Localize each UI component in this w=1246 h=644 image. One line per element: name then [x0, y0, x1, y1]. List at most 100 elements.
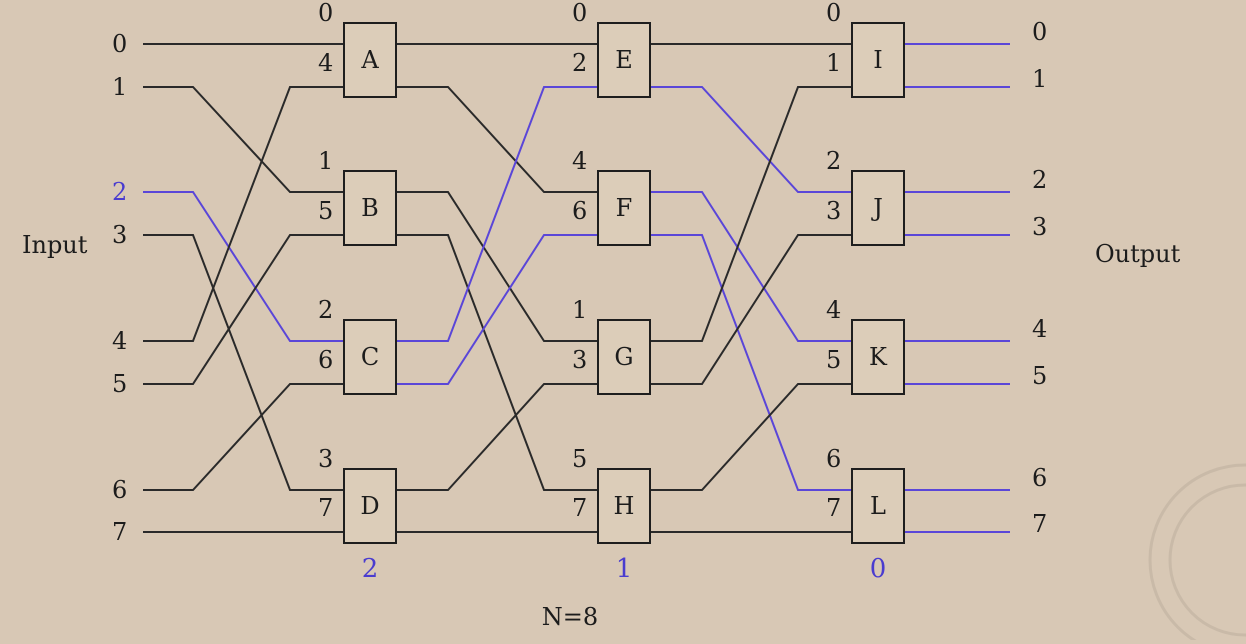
- wire-stage2-6: [396, 383, 598, 491]
- port-label-bottom: 7: [826, 494, 841, 522]
- input-port-3: 3: [112, 221, 127, 249]
- input-label: Input: [22, 231, 88, 259]
- output-port-5: 5: [1032, 362, 1047, 390]
- output-port-6: 6: [1032, 464, 1047, 492]
- switch-box-rect: [851, 170, 905, 246]
- port-label-top: 6: [826, 445, 841, 473]
- input-port-7: 7: [112, 518, 127, 546]
- switch-box-L: L 6 7: [826, 445, 905, 544]
- switch-box-label: F: [616, 194, 633, 222]
- port-label-top: 5: [572, 445, 587, 473]
- output-port-2: 2: [1032, 166, 1047, 194]
- input-port-6: 6: [112, 476, 127, 504]
- switch-box-J: J 2 3: [826, 147, 905, 246]
- switch-box-rect: [597, 319, 651, 395]
- switch-box-label: J: [870, 194, 883, 222]
- wire-stage3-2: [650, 191, 852, 342]
- switch-box-label: D: [360, 492, 379, 520]
- port-label-top: 4: [572, 147, 587, 175]
- switch-box-D: D3 7: [318, 445, 397, 544]
- output-label: Output: [1095, 240, 1181, 268]
- port-label-top: 0: [826, 0, 841, 27]
- output-port-7: 7: [1032, 510, 1047, 538]
- port-label-bottom: 6: [572, 197, 587, 225]
- output-port-3: 3: [1032, 213, 1047, 241]
- wire-stage3-6: [650, 383, 852, 491]
- switch-box-C: C2 6: [318, 296, 397, 395]
- switch-box-label: K: [869, 343, 888, 371]
- wire-input-2: [143, 191, 344, 342]
- switch-box-rect: [343, 170, 397, 246]
- port-label-bottom: 7: [318, 494, 333, 522]
- switch-box-rect: [343, 319, 397, 395]
- switch-box-rect: [343, 22, 397, 98]
- switch-box-K: K4 5: [826, 296, 905, 395]
- switch-box-I: I 0 1: [826, 0, 905, 98]
- port-label-top: 2: [826, 147, 841, 175]
- wire-stage3-3: [650, 234, 852, 491]
- switch-box-rect: [851, 22, 905, 98]
- switch-box-rect: [597, 468, 651, 544]
- stage-number-0: 2: [362, 554, 379, 584]
- switch-box-rect: [597, 22, 651, 98]
- output-port-0: 0: [1032, 18, 1047, 46]
- wire-input-6: [143, 383, 344, 491]
- port-label-top: 1: [318, 147, 333, 175]
- wire-input-3: [143, 234, 344, 491]
- port-label-top: 4: [826, 296, 841, 324]
- wire-stage3-5: [650, 234, 852, 385]
- switch-box-G: G1 3: [572, 296, 651, 395]
- input-port-4: 4: [112, 327, 127, 355]
- wire-input-5: [143, 234, 344, 385]
- switch-box-rect: [851, 468, 905, 544]
- input-port-2: 2: [112, 178, 127, 206]
- port-label-top: 0: [318, 0, 333, 27]
- output-port-4: 4: [1032, 315, 1047, 343]
- stage-number-2: 0: [870, 554, 887, 584]
- switch-box-label: C: [361, 343, 379, 371]
- switch-box-label: I: [873, 46, 882, 74]
- wire-input-1: [143, 86, 344, 193]
- n-label: N=8: [542, 603, 598, 631]
- port-label-bottom: 2: [572, 49, 587, 77]
- switch-box-label: A: [360, 46, 379, 74]
- port-label-top: 2: [318, 296, 333, 324]
- port-label-top: 0: [572, 0, 587, 27]
- switch-box-label: L: [870, 492, 886, 520]
- wire-stage2-2: [396, 191, 598, 342]
- switch-box-B: B15: [318, 147, 397, 246]
- input-port-0: 0: [112, 30, 127, 58]
- port-label-bottom: 7: [572, 494, 587, 522]
- port-label-top: 3: [318, 445, 333, 473]
- switch-box-A: A0 4: [318, 0, 397, 98]
- port-label-bottom: 5: [826, 346, 841, 374]
- port-label-bottom: 3: [826, 197, 841, 225]
- stage-number-1: 1: [616, 554, 633, 584]
- input-port-1: 1: [112, 73, 127, 101]
- switch-box-label: G: [614, 343, 633, 371]
- switch-box-rect: [597, 170, 651, 246]
- port-label-bottom: 6: [318, 346, 333, 374]
- output-port-1: 1: [1032, 65, 1047, 93]
- wire-stage2-5: [396, 234, 598, 385]
- university-seal-watermark: [1148, 463, 1246, 644]
- switch-box-F: F 4 6: [572, 147, 651, 246]
- wire-stage2-1: [396, 86, 598, 193]
- wire-stage3-1: [650, 86, 852, 193]
- port-label-bottom: 4: [318, 49, 333, 77]
- wire-stage2-3: [396, 234, 598, 491]
- switch-box-E: E 0 2: [572, 0, 651, 98]
- port-label-bottom: 3: [572, 346, 587, 374]
- switch-box-label: E: [615, 46, 633, 74]
- switch-box-label: B: [361, 194, 379, 222]
- port-label-top: 1: [572, 296, 587, 324]
- port-label-bottom: 1: [826, 49, 841, 77]
- switch-box-label: H: [614, 492, 635, 520]
- input-port-5: 5: [112, 370, 127, 398]
- switch-box-H: H5 7: [572, 445, 651, 544]
- wire-stage3-4: [650, 86, 852, 342]
- switch-box-rect: [343, 468, 397, 544]
- wire-input-4: [143, 86, 344, 342]
